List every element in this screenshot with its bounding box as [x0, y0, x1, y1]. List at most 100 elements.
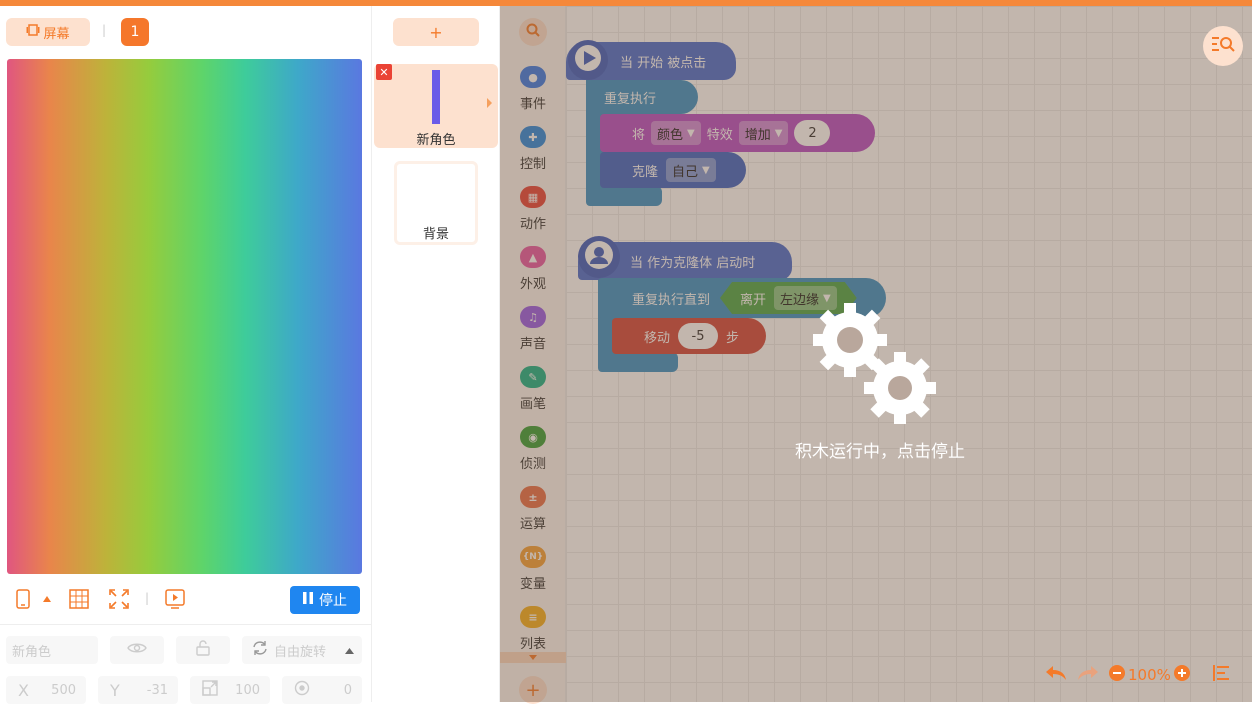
size-field[interactable]: 100	[190, 676, 270, 704]
direction-field[interactable]: 0	[282, 676, 362, 704]
forever-block[interactable]: 重复执行	[586, 80, 698, 114]
edge-dropdown[interactable]: 左边缘▼	[774, 286, 837, 310]
zoom-in-icon[interactable]	[1173, 665, 1190, 685]
fullscreen-icon[interactable]	[108, 588, 130, 610]
rotation-mode-label: 自由旋转	[274, 644, 327, 660]
category-label: 变量	[519, 577, 546, 592]
toolbar-separator: |	[102, 23, 107, 37]
effect-dropdown-value: 颜色	[657, 127, 684, 143]
category-motion[interactable]: ▦动作	[500, 186, 566, 246]
toolbar-separator-2: |	[145, 591, 150, 605]
clone-block[interactable]: 克隆 自己▼	[600, 152, 746, 188]
stop-button[interactable]: 停止	[290, 586, 360, 614]
category-looks[interactable]: ▲ 外观	[500, 246, 566, 306]
unlock-icon	[195, 640, 211, 660]
edge-dropdown-value: 左边缘	[780, 292, 820, 308]
y-label: Y	[110, 680, 120, 700]
chevron-up-icon[interactable]	[36, 588, 58, 610]
clone-target-dropdown[interactable]: 自己▼	[666, 158, 716, 182]
visibility-toggle[interactable]	[110, 636, 164, 664]
eye-icon	[127, 642, 147, 658]
touching-edge-condition[interactable]: 离开 左边缘▼	[720, 282, 857, 314]
x-label: X	[18, 680, 29, 700]
effect-dropdown[interactable]: 颜色▼	[651, 121, 701, 145]
looks-icon: ▲	[520, 246, 546, 268]
running-overlay[interactable]	[566, 6, 1252, 702]
sound-icon: ♫	[520, 306, 546, 328]
list-icon: ≡	[520, 606, 546, 628]
pause-icon	[303, 592, 313, 608]
category-sound[interactable]: ♫声音	[500, 306, 566, 366]
category-label: 画笔	[519, 397, 546, 412]
x-value: 500	[51, 682, 76, 698]
play-icon	[573, 43, 603, 77]
change-effect-block[interactable]: 将 颜色▼ 特效 增加▼ 2	[600, 114, 875, 152]
sprite-panel: + ✕ 新角色 背景	[372, 6, 500, 702]
add-extension-button[interactable]: +	[519, 676, 547, 704]
divider	[0, 624, 372, 625]
x-position-field[interactable]: X 500	[6, 676, 86, 704]
category-label: 外观	[519, 277, 546, 292]
chevron-right-icon[interactable]	[487, 98, 492, 108]
chevron-down-icon	[529, 655, 537, 660]
search-icon	[526, 23, 540, 41]
category-control[interactable]: ✚ 控制	[500, 126, 566, 186]
screen-button[interactable]: 屏幕	[6, 18, 90, 46]
stage-canvas[interactable]	[7, 59, 362, 574]
leave-label: 离开	[740, 292, 767, 308]
sprite-name-input[interactable]: 新角色	[6, 636, 98, 664]
category-event[interactable]: ●事件	[500, 66, 566, 126]
sensing-icon: ◉	[520, 426, 546, 448]
screen-number-button[interactable]: 1	[121, 18, 149, 46]
move-steps-block[interactable]: 移动 -5 步	[612, 318, 766, 354]
redo-icon[interactable]	[1077, 664, 1099, 686]
zoom-out-icon[interactable]	[1109, 665, 1125, 685]
category-variables[interactable]: {N}变量	[500, 546, 566, 606]
code-workspace[interactable]: 当 开始 被点击 重复执行 将 颜色▼ 特效 增加▼ 2 克隆 自己▼ 当 作为…	[566, 6, 1252, 702]
control-icon: ✚	[520, 126, 546, 148]
size-value: 100	[235, 682, 260, 698]
lock-toggle[interactable]	[176, 636, 230, 664]
align-blocks-icon[interactable]	[1212, 664, 1230, 686]
category-label: 控制	[519, 157, 546, 172]
rotation-mode-select[interactable]: 自由旋转	[242, 636, 362, 664]
background-card[interactable]: 背景	[394, 161, 478, 245]
add-sprite-button[interactable]: +	[393, 18, 479, 46]
category-operators[interactable]: ±运算	[500, 486, 566, 546]
chevron-down-icon: ▼	[702, 164, 710, 176]
set-effect-prefix: 将	[632, 127, 646, 143]
palette-scroll-strip[interactable]	[500, 652, 566, 663]
y-position-field[interactable]: Y -31	[98, 676, 178, 704]
move-steps-input[interactable]: -5	[678, 323, 719, 349]
repeat-until-footer	[598, 352, 678, 372]
grid-icon[interactable]	[68, 588, 90, 610]
category-pen[interactable]: ✎ 画笔	[500, 366, 566, 426]
category-list[interactable]: ≡列表	[500, 606, 566, 666]
device-orientation-icon[interactable]	[12, 588, 34, 610]
undo-icon[interactable]	[1045, 664, 1067, 686]
search-button[interactable]	[519, 18, 547, 46]
sprite-card[interactable]: ✕ 新角色	[374, 64, 498, 148]
event-icon: ●	[520, 66, 546, 88]
rotate-icon	[252, 640, 268, 660]
direction-value: 0	[343, 682, 352, 698]
play-mode-icon[interactable]	[164, 588, 186, 610]
chevron-down-icon: ▼	[687, 127, 695, 139]
block-search-button[interactable]	[1203, 26, 1243, 66]
palette-running-overlay[interactable]	[500, 6, 566, 702]
effect-value-input[interactable]: 2	[794, 120, 831, 146]
chevron-down-icon: ▼	[823, 292, 831, 304]
screen-button-label: 屏幕	[43, 26, 70, 42]
pen-icon: ✎	[520, 366, 546, 388]
operation-dropdown[interactable]: 增加▼	[738, 121, 789, 145]
running-message[interactable]: 积木运行中，点击停止	[795, 442, 965, 462]
repeat-until-block[interactable]: 重复执行直到 离开 左边缘▼	[598, 278, 886, 318]
category-label: 运算	[519, 517, 546, 532]
gears-icon[interactable]	[812, 302, 942, 428]
background-label: 背景	[422, 227, 449, 242]
stage-panel: 屏幕 | 1 | 停止 新角色 自由旋	[0, 6, 372, 704]
y-value: -31	[146, 682, 168, 698]
delete-icon[interactable]: ✕	[376, 64, 392, 80]
clone-target-value: 自己	[672, 164, 699, 180]
category-sensing[interactable]: ◉侦测	[500, 426, 566, 486]
